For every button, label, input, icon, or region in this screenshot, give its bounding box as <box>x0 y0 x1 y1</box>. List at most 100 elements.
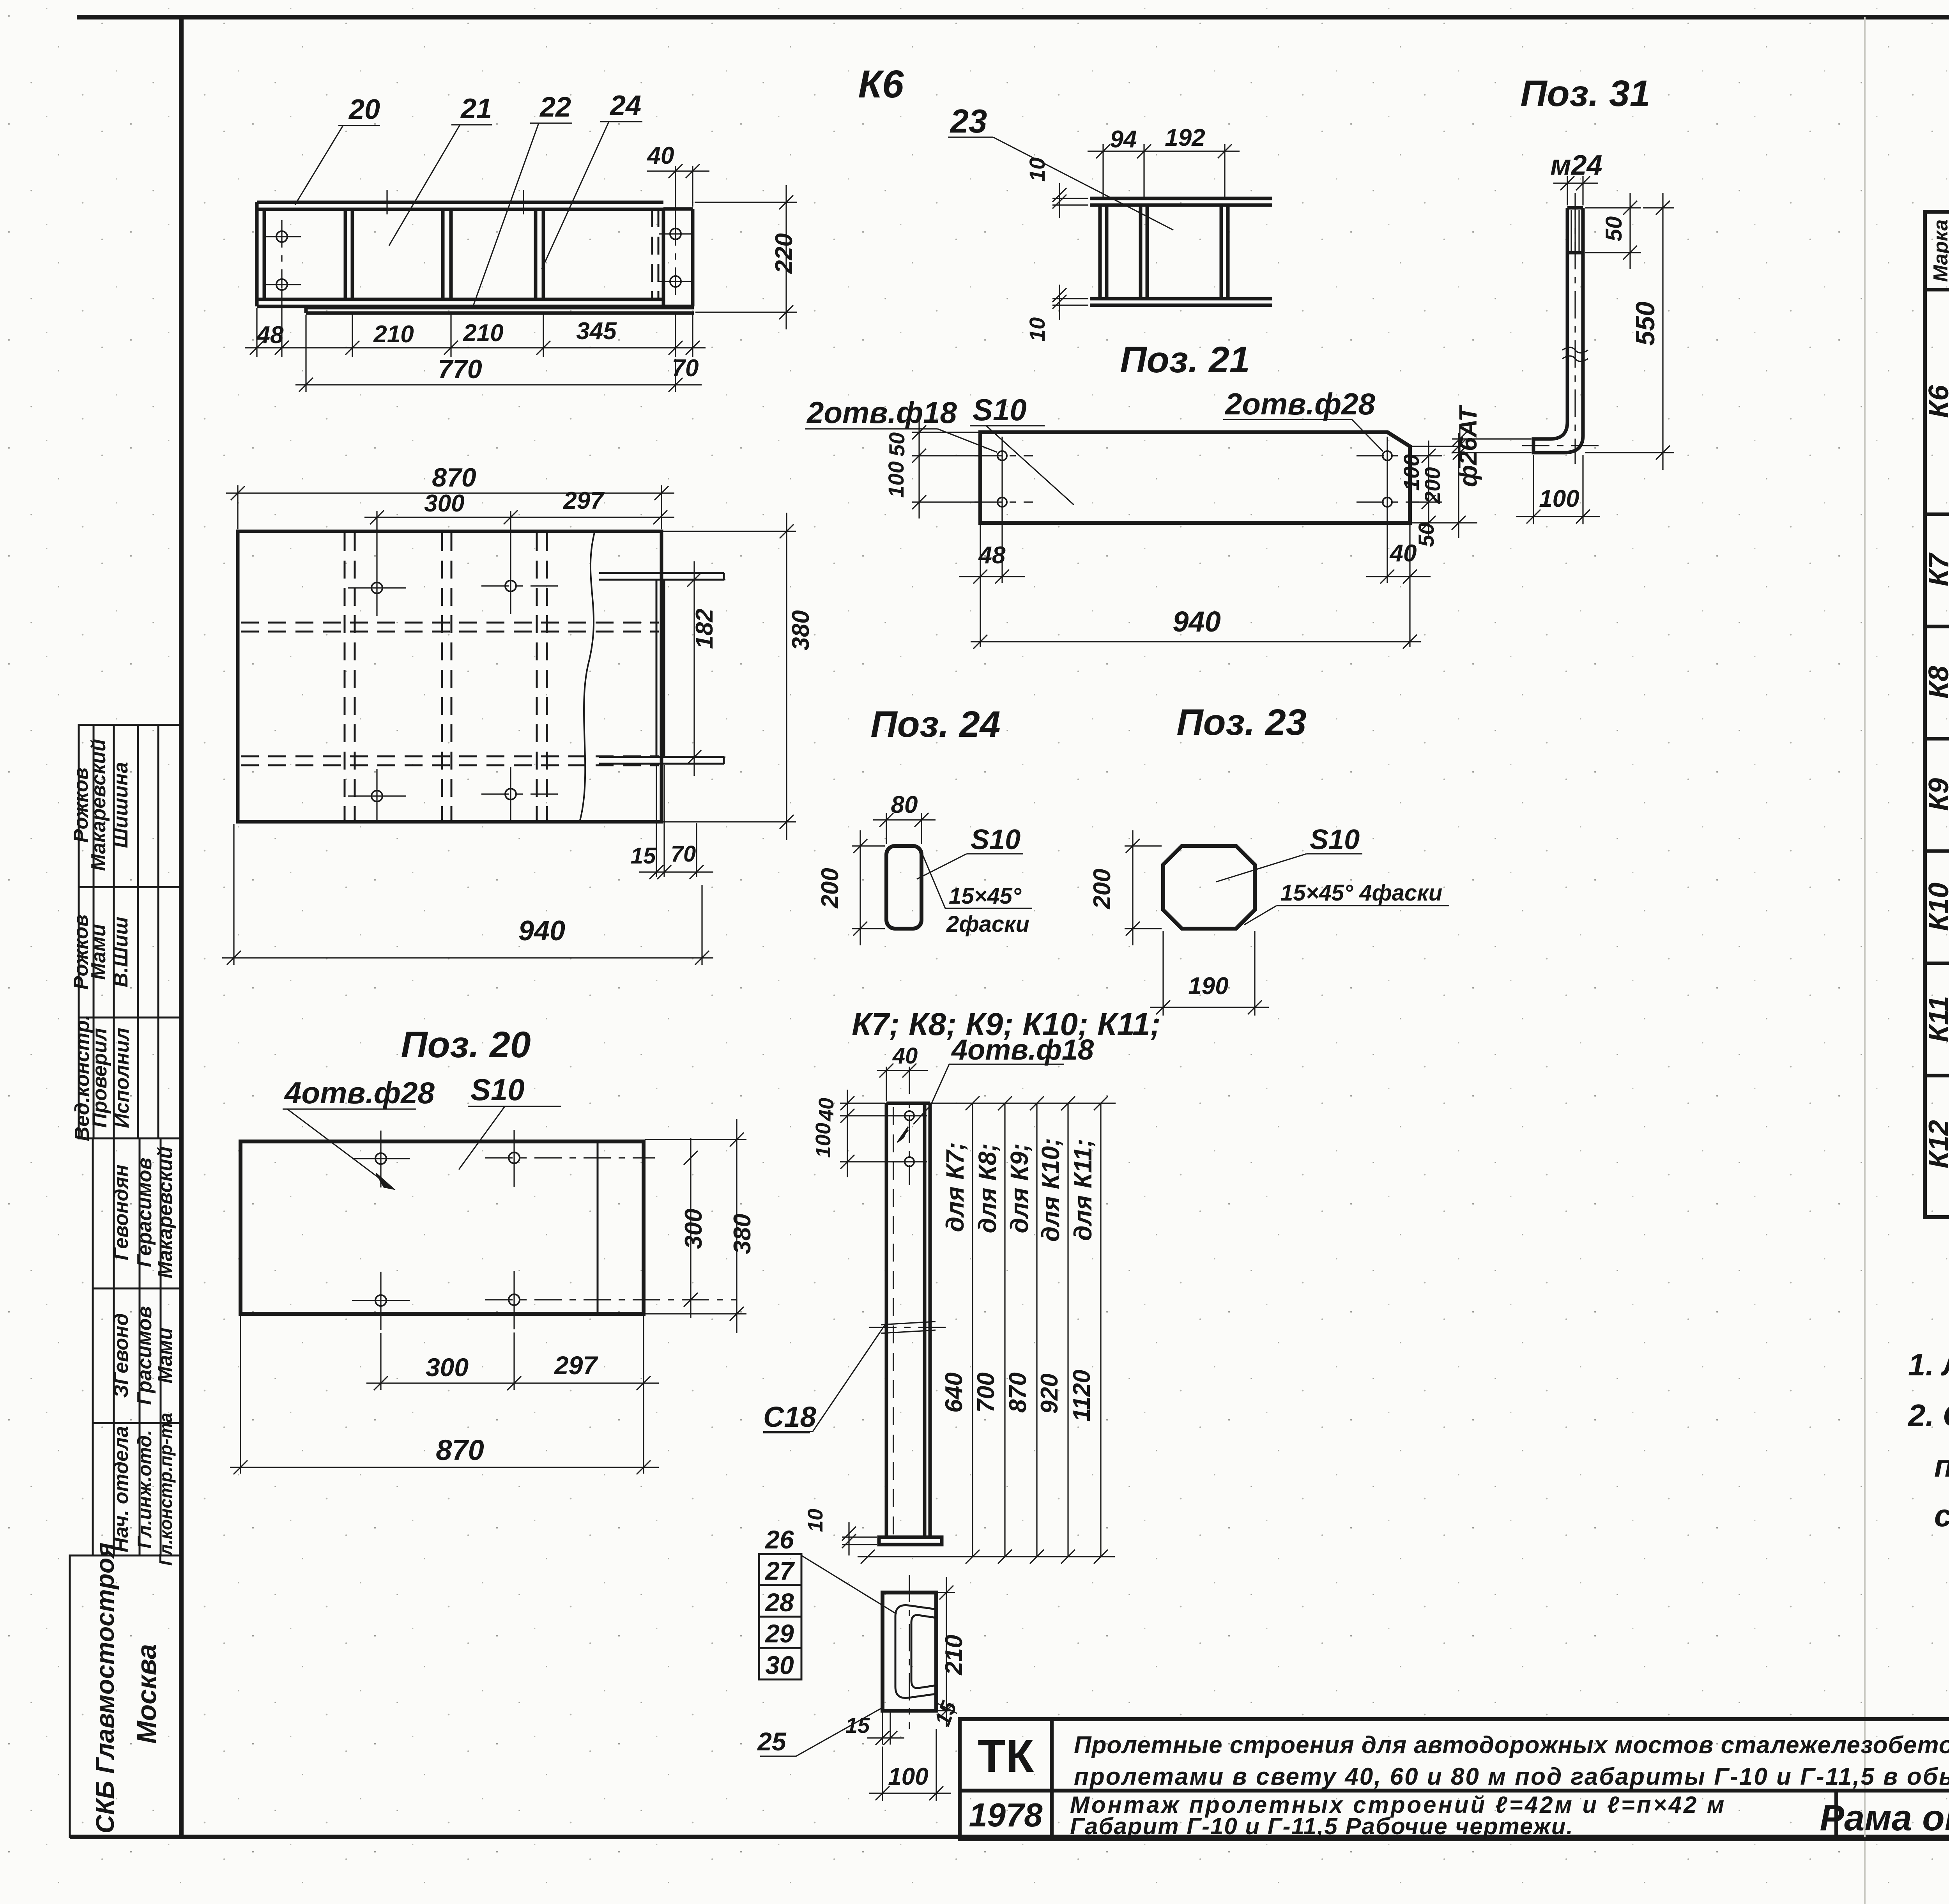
svg-text:ф26АТ: ф26АТ <box>1454 405 1482 487</box>
svg-text:4отв.ф28: 4отв.ф28 <box>284 1076 435 1110</box>
svg-text:40: 40 <box>1389 540 1417 567</box>
svg-text:для К11;: для К11; <box>1069 1139 1097 1241</box>
svg-text:100: 100 <box>888 1763 928 1790</box>
svg-text:40: 40 <box>892 1043 918 1069</box>
svg-text:300: 300 <box>424 490 464 517</box>
svg-text:40: 40 <box>647 142 674 169</box>
svg-text:100: 100 <box>1399 454 1424 490</box>
svg-text:48: 48 <box>256 322 284 349</box>
svg-text:10: 10 <box>804 1509 827 1532</box>
svg-text:94: 94 <box>1110 126 1137 153</box>
svg-text:Вед.констр.: Вед.констр. <box>71 1015 94 1141</box>
svg-text:К6: К6 <box>1923 385 1949 418</box>
svg-text:Мами: Мами <box>87 924 110 980</box>
svg-text:50: 50 <box>884 432 909 457</box>
svg-text:Макаревский: Макаревский <box>154 1147 177 1278</box>
svg-text:70: 70 <box>671 841 696 867</box>
svg-text:СКБ Главмостостроя: СКБ Главмостостроя <box>90 1543 119 1833</box>
svg-text:220: 220 <box>771 233 798 274</box>
svg-text:870: 870 <box>1005 1372 1031 1412</box>
svg-text:700: 700 <box>973 1372 999 1412</box>
svg-text:22: 22 <box>539 92 571 123</box>
svg-text:Гл.инж.отд.: Гл.инж.отд. <box>134 1430 156 1548</box>
svg-text:50: 50 <box>1414 523 1438 547</box>
svg-text:23: 23 <box>950 103 987 140</box>
svg-text:380: 380 <box>787 610 814 650</box>
svg-text:27: 27 <box>764 1556 795 1585</box>
svg-text:Гл.констр.пр-та: Гл.констр.пр-та <box>156 1413 176 1566</box>
svg-text:Нач. отдела: Нач. отдела <box>110 1426 133 1552</box>
svg-text:С18: С18 <box>763 1401 817 1433</box>
svg-text:15×45°: 15×45° <box>949 883 1022 909</box>
svg-text:550: 550 <box>1631 301 1660 346</box>
svg-text:2отв.ф28: 2отв.ф28 <box>1224 387 1376 421</box>
svg-text:Рожков: Рожков <box>70 768 92 843</box>
svg-text:100: 100 <box>1539 485 1579 512</box>
svg-text:К10: К10 <box>1923 883 1949 931</box>
svg-text:Макаревский: Макаревский <box>87 739 110 871</box>
svg-text:К8: К8 <box>1923 666 1949 699</box>
svg-text:10: 10 <box>1025 317 1049 342</box>
svg-text:640: 640 <box>941 1372 967 1412</box>
svg-text:К9: К9 <box>1923 778 1949 811</box>
svg-text:70: 70 <box>672 355 699 382</box>
svg-text:30: 30 <box>765 1651 794 1679</box>
svg-text:297: 297 <box>554 1351 598 1380</box>
svg-text:40: 40 <box>815 1098 838 1122</box>
svg-text:Рожков: Рожков <box>70 915 92 990</box>
svg-text:182: 182 <box>691 609 718 649</box>
svg-text:26: 26 <box>764 1525 794 1554</box>
svg-text:Грасимов: Грасимов <box>133 1306 156 1405</box>
svg-text:2фаски: 2фаски <box>946 911 1029 937</box>
svg-text:29: 29 <box>764 1619 794 1648</box>
svg-text:870: 870 <box>432 463 476 492</box>
svg-text:Монтаж пролетных строений ℓ: Монтаж пролетных строений ℓ=42м и ℓ=п×42… <box>1070 1792 1726 1818</box>
svg-text:для К10;: для К10; <box>1036 1138 1065 1242</box>
svg-text:Мами: Мами <box>154 1327 177 1383</box>
svg-text:Поз. 24: Поз. 24 <box>870 704 1000 745</box>
svg-text:15×45° 4фаски: 15×45° 4фаски <box>1280 880 1442 906</box>
svg-text:24: 24 <box>609 90 641 121</box>
svg-text:1. Лист см. совместно с листам: 1. Лист см. совместно с листами NN4,6,&3… <box>1908 1347 1949 1382</box>
svg-text:Гевондян: Гевондян <box>110 1164 133 1260</box>
svg-text:соприкосновения деталей.: соприкосновения деталей. <box>1934 1498 1949 1533</box>
svg-text:870: 870 <box>436 1434 484 1466</box>
svg-text:190: 190 <box>1188 973 1228 1000</box>
svg-text:Поз. 20: Поз. 20 <box>401 1024 531 1065</box>
svg-text:Москва: Москва <box>131 1644 162 1744</box>
svg-text:210: 210 <box>463 320 503 347</box>
svg-text:28: 28 <box>764 1588 794 1617</box>
svg-text:S10: S10 <box>973 393 1027 427</box>
svg-text:Поз. 21: Поз. 21 <box>1120 339 1250 380</box>
svg-text:К7; К8; К9; К10; К11;: К7; К8; К9; К10; К11; <box>852 1007 1161 1042</box>
svg-text:Проверил: Проверил <box>88 1028 111 1128</box>
svg-text:15: 15 <box>845 1713 870 1738</box>
svg-text:80: 80 <box>891 791 918 818</box>
svg-text:для К9;: для К9; <box>1005 1143 1033 1233</box>
svg-text:200: 200 <box>1089 869 1116 909</box>
svg-text:Пролетные строения для автодо: Пролетные строения для автодорожных мост… <box>1074 1732 1949 1759</box>
svg-text:25: 25 <box>757 1727 787 1756</box>
svg-text:Герасимов: Герасимов <box>133 1157 156 1267</box>
svg-text:Исполнил: Исполнил <box>111 1028 133 1128</box>
svg-text:S10: S10 <box>971 824 1020 855</box>
svg-text:48: 48 <box>978 542 1006 569</box>
svg-text:2. Сварка по ГОСТ 5264-69, эл: 2. Сварка по ГОСТ 5264-69, электродами т… <box>1907 1398 1949 1433</box>
svg-text:Поз. 31: Поз. 31 <box>1520 73 1650 114</box>
svg-text:Габарит Г-10 и Г-11,5 Р: Габарит Г-10 и Г-11,5 Рабочие чертежи. <box>1070 1813 1574 1839</box>
svg-text:ЗГевонд: ЗГевонд <box>110 1313 133 1398</box>
svg-text:50: 50 <box>1601 216 1627 242</box>
svg-text:940: 940 <box>518 915 565 947</box>
svg-text:100: 100 <box>812 1123 835 1158</box>
svg-text:770: 770 <box>438 354 482 384</box>
svg-text:300: 300 <box>680 1209 707 1249</box>
svg-text:для К7;: для К7; <box>941 1142 969 1232</box>
svg-text:940: 940 <box>1173 605 1220 638</box>
svg-text:по ГОСТ 9467-75, катетом-6мм п: по ГОСТ 9467-75, катетом-6мм по всему ко… <box>1934 1449 1949 1483</box>
svg-text:4отв.ф18: 4отв.ф18 <box>951 1033 1094 1066</box>
svg-text:S10: S10 <box>1310 824 1360 855</box>
svg-text:192: 192 <box>1165 124 1205 151</box>
svg-text:345: 345 <box>576 318 617 345</box>
svg-text:1120: 1120 <box>1068 1370 1095 1421</box>
svg-text:200: 200 <box>1420 467 1445 504</box>
